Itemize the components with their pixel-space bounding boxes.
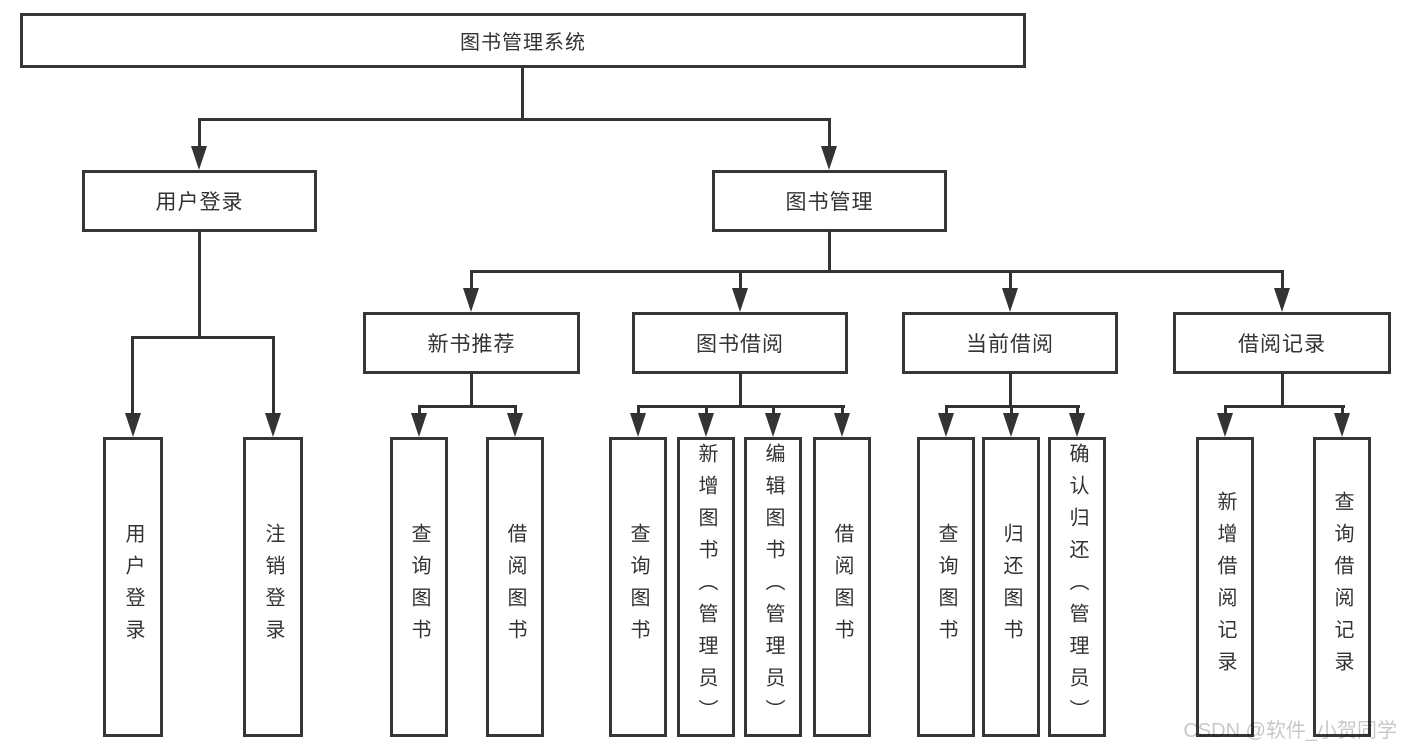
- leaf-query-borrow-record: 查询借阅记录: [1313, 437, 1371, 737]
- leaf-label: 新增图书（管理员）: [695, 443, 717, 731]
- leaf-logout: 注销登录: [243, 437, 303, 737]
- connector-line: [1341, 405, 1344, 415]
- arrow-down-icon: [1002, 288, 1018, 312]
- connector-line: [131, 336, 134, 415]
- node-label: 图书管理: [785, 191, 874, 214]
- node-label: 用户登录: [155, 191, 244, 214]
- leaf-edit-books-admin: 编辑图书（管理员）: [744, 437, 802, 737]
- connector-line: [521, 66, 524, 120]
- leaf-label: 查询图书: [408, 523, 430, 651]
- leaf-label: 查询图书: [935, 523, 957, 651]
- connector-line: [1010, 405, 1013, 415]
- arrow-down-icon: [821, 146, 837, 170]
- connector-line: [1224, 405, 1345, 408]
- connector-line: [841, 405, 844, 415]
- leaf-label: 用户登录: [122, 523, 144, 651]
- leaf-query-books-current: 查询图书: [917, 437, 975, 737]
- leaf-borrow-books-recommend: 借阅图书: [486, 437, 544, 737]
- connector-line: [470, 270, 1284, 273]
- arrow-down-icon: [630, 413, 646, 437]
- arrow-down-icon: [411, 413, 427, 437]
- arrow-down-icon: [834, 413, 850, 437]
- leaf-query-books-borrow: 查询图书: [609, 437, 667, 737]
- arrow-down-icon: [463, 288, 479, 312]
- leaf-query-books-recommend: 查询图书: [390, 437, 448, 737]
- connector-line: [739, 270, 742, 290]
- leaf-label: 归还图书: [1000, 523, 1022, 651]
- connector-line: [131, 336, 275, 339]
- connector-line: [198, 118, 831, 121]
- connector-line: [637, 405, 640, 415]
- leaf-confirm-return-admin: 确认归还（管理员）: [1048, 437, 1106, 737]
- connector-line: [828, 231, 831, 272]
- node-label: 借阅记录: [1238, 333, 1326, 356]
- node-root-library-system: 图书管理系统: [20, 13, 1026, 68]
- node-label: 当前借阅: [966, 333, 1054, 356]
- arrow-down-icon: [125, 413, 141, 437]
- connector-line: [198, 118, 201, 148]
- connector-line: [637, 405, 845, 408]
- connector-line: [514, 405, 517, 415]
- leaf-label: 查询图书: [627, 523, 649, 651]
- leaf-label: 新增借阅记录: [1214, 491, 1236, 683]
- connector-line: [1224, 405, 1227, 415]
- arrow-down-icon: [732, 288, 748, 312]
- connector-line: [470, 373, 473, 407]
- connector-line: [418, 405, 421, 415]
- leaf-borrow-books: 借阅图书: [813, 437, 871, 737]
- node-borrow-records: 借阅记录: [1173, 312, 1391, 374]
- connector-line: [945, 405, 948, 415]
- node-current-borrow: 当前借阅: [902, 312, 1118, 374]
- arrow-down-icon: [698, 413, 714, 437]
- connector-line: [1281, 373, 1284, 407]
- connector-line: [272, 336, 275, 415]
- node-label: 新书推荐: [427, 333, 516, 356]
- arrow-down-icon: [938, 413, 954, 437]
- node-label: 图书借阅: [696, 333, 784, 356]
- arrow-down-icon: [191, 146, 207, 170]
- arrow-down-icon: [1217, 413, 1233, 437]
- leaf-label: 编辑图书（管理员）: [762, 443, 784, 731]
- connector-line: [1076, 405, 1079, 415]
- leaf-add-borrow-record: 新增借阅记录: [1196, 437, 1254, 737]
- leaf-label: 借阅图书: [504, 523, 526, 651]
- node-label: 图书管理系统: [460, 32, 586, 54]
- arrow-down-icon: [1003, 413, 1019, 437]
- arrow-down-icon: [1334, 413, 1350, 437]
- leaf-add-books-admin: 新增图书（管理员）: [677, 437, 735, 737]
- leaf-user-login: 用户登录: [103, 437, 163, 737]
- connector-line: [198, 231, 201, 338]
- arrow-down-icon: [1274, 288, 1290, 312]
- arrow-down-icon: [765, 413, 781, 437]
- arrow-down-icon: [1069, 413, 1085, 437]
- connector-line: [772, 405, 775, 415]
- csdn-watermark: CSDN @软件_小贺同学: [1183, 720, 1397, 742]
- node-book-management: 图书管理: [712, 170, 947, 232]
- connector-line: [705, 405, 708, 415]
- connector-line: [739, 373, 742, 407]
- leaf-label: 注销登录: [262, 523, 284, 651]
- node-new-book-recommend: 新书推荐: [363, 312, 580, 374]
- connector-line: [418, 405, 517, 408]
- arrow-down-icon: [265, 413, 281, 437]
- connector-line: [828, 118, 831, 148]
- node-book-borrow: 图书借阅: [632, 312, 848, 374]
- node-user-login: 用户登录: [82, 170, 317, 232]
- leaf-label: 确认归还（管理员）: [1066, 443, 1088, 731]
- connector-line: [1009, 270, 1012, 290]
- connector-line: [470, 270, 473, 290]
- leaf-label: 查询借阅记录: [1331, 491, 1353, 683]
- arrow-down-icon: [507, 413, 523, 437]
- connector-line: [1009, 373, 1012, 407]
- connector-line: [1281, 270, 1284, 290]
- leaf-label: 借阅图书: [831, 523, 853, 651]
- leaf-return-books: 归还图书: [982, 437, 1040, 737]
